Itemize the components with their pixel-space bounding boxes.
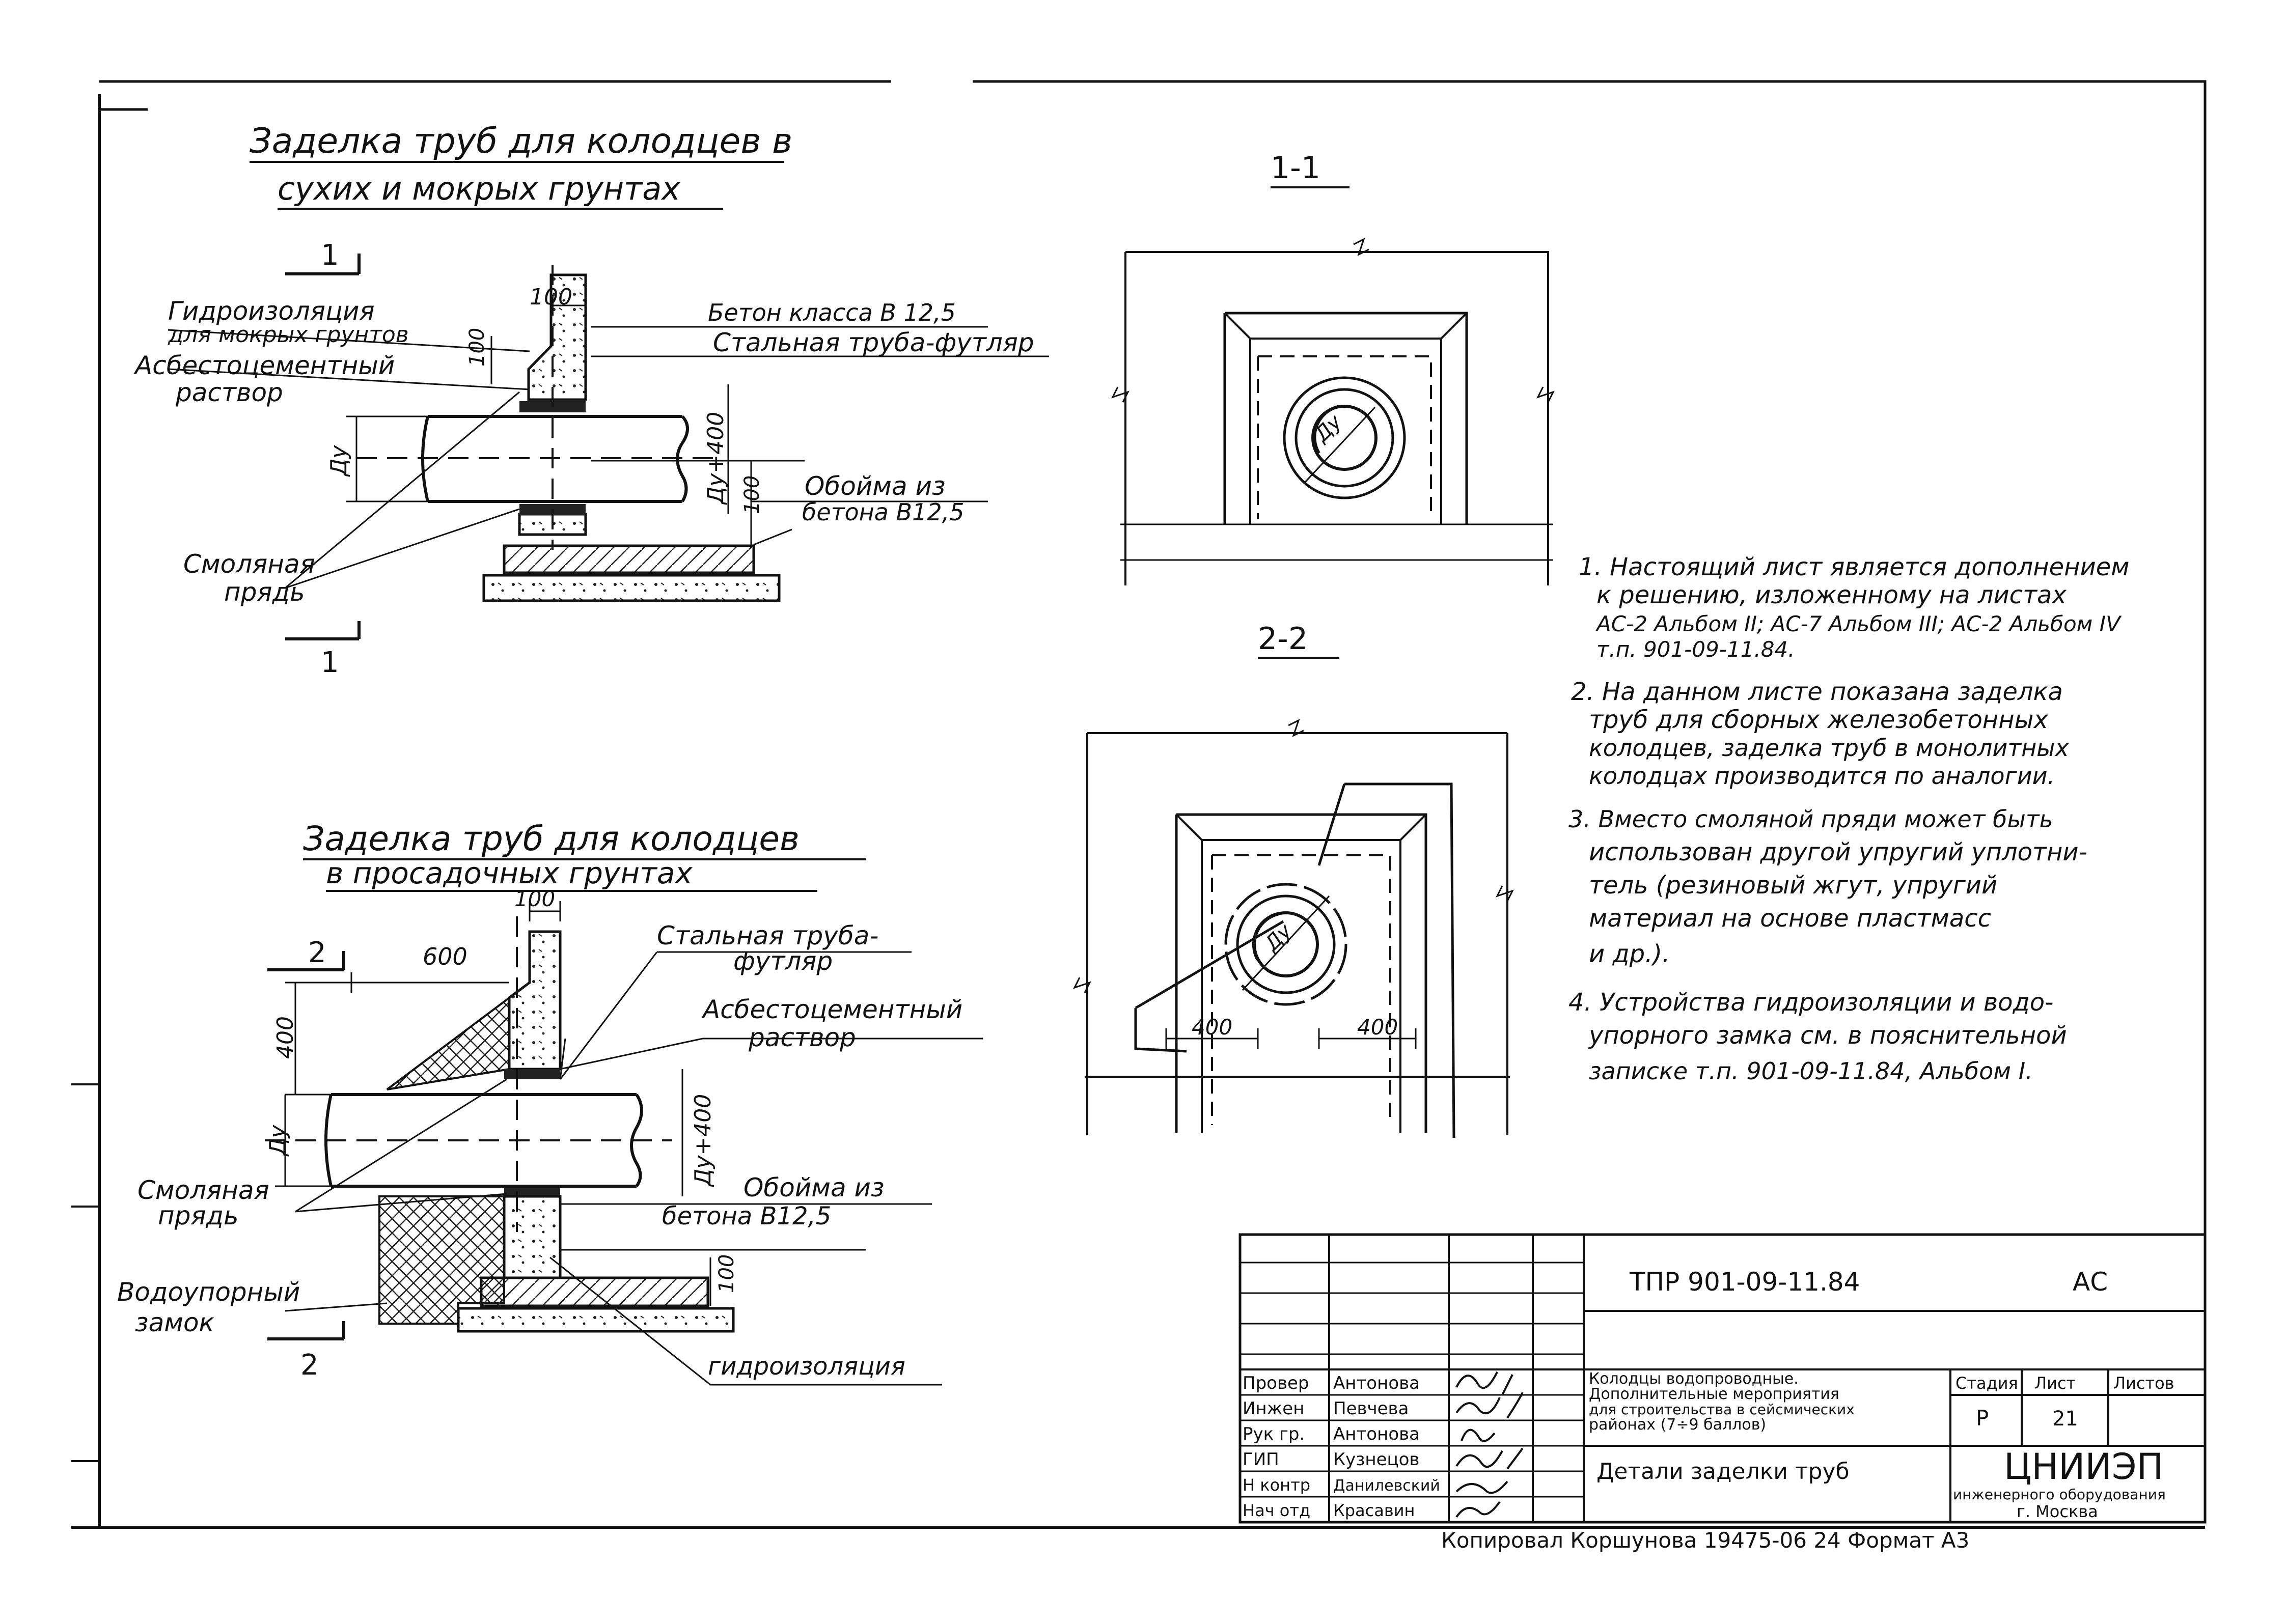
notes: 1. Настоящий лист является дополнением к…	[1568, 553, 2129, 1085]
section-mark-2-top: 2	[308, 936, 326, 969]
note-line-3: т.п. 901-09-11.84.	[1596, 637, 1795, 662]
section-mark-1-top: 1	[321, 239, 339, 272]
label-sub-waterproofing: гидроизоляция	[708, 1352, 905, 1381]
project-title-0: Колодцы водопроводные.	[1589, 1370, 1799, 1388]
dim-sub-400: 400	[272, 1016, 298, 1059]
staff-name-2: Антонова	[1333, 1424, 1420, 1444]
label-resin-1: Смоляная	[183, 549, 315, 579]
section-1-1: 1-1 Ду	[1111, 150, 1555, 585]
org-city: г. Москва	[2017, 1502, 2098, 1521]
label-mortar: раствор	[175, 378, 283, 407]
detail-sub-subtitle: в просадочных грунтах	[326, 856, 693, 890]
note-line-7: колодцах производится по аналогии.	[1589, 762, 2055, 790]
detail-dry-soils: Заделка труб для колодцев в сухих и мокр…	[133, 121, 1049, 679]
signatures	[1455, 1371, 1524, 1518]
label-waterproofing: Гидроизоляция	[168, 296, 375, 326]
label-sub-waterlock-2: замок	[135, 1308, 214, 1337]
note-line-0: 1. Настоящий лист является дополнением	[1579, 553, 2129, 581]
dim-dry-100c: 100	[740, 475, 764, 514]
detail-sub-title: Заделка труб для колодцев	[303, 819, 800, 858]
note-line-8: 3. Вместо смоляной пряди может быть	[1568, 805, 2053, 833]
doc-mark: АС	[2073, 1267, 2108, 1297]
section-1-1-title: 1-1	[1271, 150, 1320, 186]
staff-name-1: Певчева	[1333, 1398, 1409, 1419]
sheet-title: Детали заделки труб	[1596, 1459, 1850, 1485]
section-2-2: 2-2 Ду 400 400	[1073, 621, 1514, 1138]
org-name: ЦНИИЭП	[2004, 1446, 2163, 1488]
dim-sub-100b: 100	[715, 1254, 738, 1293]
label-clip-1: Обойма из	[805, 471, 946, 501]
label-sub-asbestos-1: Асбестоцементный	[701, 995, 962, 1024]
note-line-6: колодцев, заделка труб в монолитных	[1589, 734, 2069, 762]
detail-dry-title: Заделка труб для колодцев в	[250, 121, 792, 161]
note-line-11: материал на основе пластмасс	[1589, 904, 1991, 933]
dim-sub-dy: Ду	[265, 1125, 291, 1157]
section-mark-2-bottom: 2	[300, 1349, 319, 1382]
note-line-9: использован другой упругий уплотни-	[1589, 838, 2087, 866]
detail-subsiding-soils: Заделка труб для колодцев в просадочных …	[117, 819, 983, 1386]
label-sub-resin-1: Смоляная	[137, 1175, 269, 1205]
sheet-value: 21	[2052, 1407, 2078, 1431]
note-line-13: 4. Устройства гидроизоляции и водо-	[1568, 988, 2053, 1017]
section-2-2-title: 2-2	[1258, 621, 1308, 657]
project-title-3: районах (7÷9 баллов)	[1589, 1416, 1766, 1434]
label-sub-steel-sleeve-1: Стальная труба-	[657, 921, 878, 950]
note-line-2: АС-2 Альбом II; АС-7 Альбом III; АС-2 Ал…	[1595, 611, 2122, 636]
section-2-2-400b: 400	[1357, 1015, 1398, 1040]
section-2-2-400a: 400	[1192, 1015, 1232, 1040]
staff-role-2: Рук гр.	[1243, 1424, 1305, 1444]
staff-role-3: ГИП	[1243, 1449, 1279, 1470]
detail-dry-subtitle: сухих и мокрых грунтах	[278, 170, 681, 207]
note-line-1: к решению, изложенному на листах	[1596, 581, 2067, 609]
label-for-wet-soils: для мокрых грунтов	[168, 322, 409, 348]
staff-role-4: Н контр	[1243, 1475, 1310, 1495]
dim-dry-100b: 100	[465, 328, 489, 367]
staff-name-0: Антонова	[1333, 1373, 1420, 1393]
dim-sub-100: 100	[514, 886, 555, 911]
org-sub: инженерного оборудования	[1953, 1486, 2166, 1503]
sheet-frame	[71, 80, 2207, 1529]
dim-dry-100a: 100	[530, 284, 572, 310]
staff-role-0: Провер	[1243, 1373, 1309, 1393]
staff-role-1: Инжен	[1243, 1398, 1304, 1419]
project-title-1: Дополнительные мероприятия	[1589, 1385, 1839, 1403]
note-line-4: 2. На данном листе показана заделка	[1571, 678, 2063, 706]
project-title-2: для строительства в сейсмических	[1589, 1401, 1855, 1418]
col-sheet: Лист	[2034, 1374, 2076, 1393]
dim-sub-600: 600	[423, 943, 467, 970]
label-resin-2: прядь	[224, 577, 305, 607]
footer-copy: Копировал Коршунова 19475-06 24 Формат А…	[1441, 1528, 1969, 1553]
title-block: ТПР 901-09-11.84 АС Колодцы водопроводны…	[1238, 1233, 2207, 1553]
note-line-14: упорного замка см. в пояснительной	[1588, 1021, 2067, 1050]
dim-dry-dy: Ду	[326, 445, 352, 477]
col-stage: Стадия	[1956, 1374, 2018, 1393]
col-sheets: Листов	[2113, 1374, 2174, 1393]
note-line-15: записке т.п. 901-09-11.84, Альбом I.	[1589, 1057, 2033, 1085]
staff-name-3: Кузнецов	[1333, 1449, 1419, 1470]
staff-name-4: Данилевский	[1333, 1477, 1440, 1495]
section-2-2-dy: Ду	[1259, 919, 1297, 957]
label-asbestos: Асбестоцементный	[133, 351, 395, 380]
staff-role-5: Нач отд	[1243, 1501, 1310, 1520]
label-sub-waterlock-1: Водоупорный	[117, 1277, 300, 1307]
note-line-10: тель (резиновый жгут, упругий	[1589, 871, 1997, 900]
label-sub-resin-2: прядь	[158, 1201, 239, 1230]
label-clip-2: бетона В12,5	[802, 498, 964, 526]
doc-code: ТПР 901-09-11.84	[1629, 1267, 1860, 1297]
dim-sub-dy400: Ду+400	[690, 1094, 716, 1187]
label-sub-clip-2: бетона В12,5	[662, 1202, 831, 1230]
note-line-5: труб для сборных железобетонных	[1589, 706, 2048, 734]
label-sub-clip-1: Обойма из	[743, 1173, 885, 1202]
staff-name-5: Красавин	[1333, 1501, 1415, 1520]
label-concrete: Бетон класса В 12,5	[708, 299, 956, 326]
label-sub-steel-sleeve-2: футляр	[733, 946, 833, 976]
stage-value: Р	[1976, 1406, 1989, 1431]
section-mark-1-bottom: 1	[321, 646, 339, 679]
note-line-12: и др.).	[1589, 940, 1670, 968]
label-steel-sleeve: Стальная труба-футляр	[713, 328, 1034, 357]
dim-dry-dy400: Ду+400	[703, 412, 729, 505]
label-sub-asbestos-2: раствор	[748, 1023, 856, 1052]
